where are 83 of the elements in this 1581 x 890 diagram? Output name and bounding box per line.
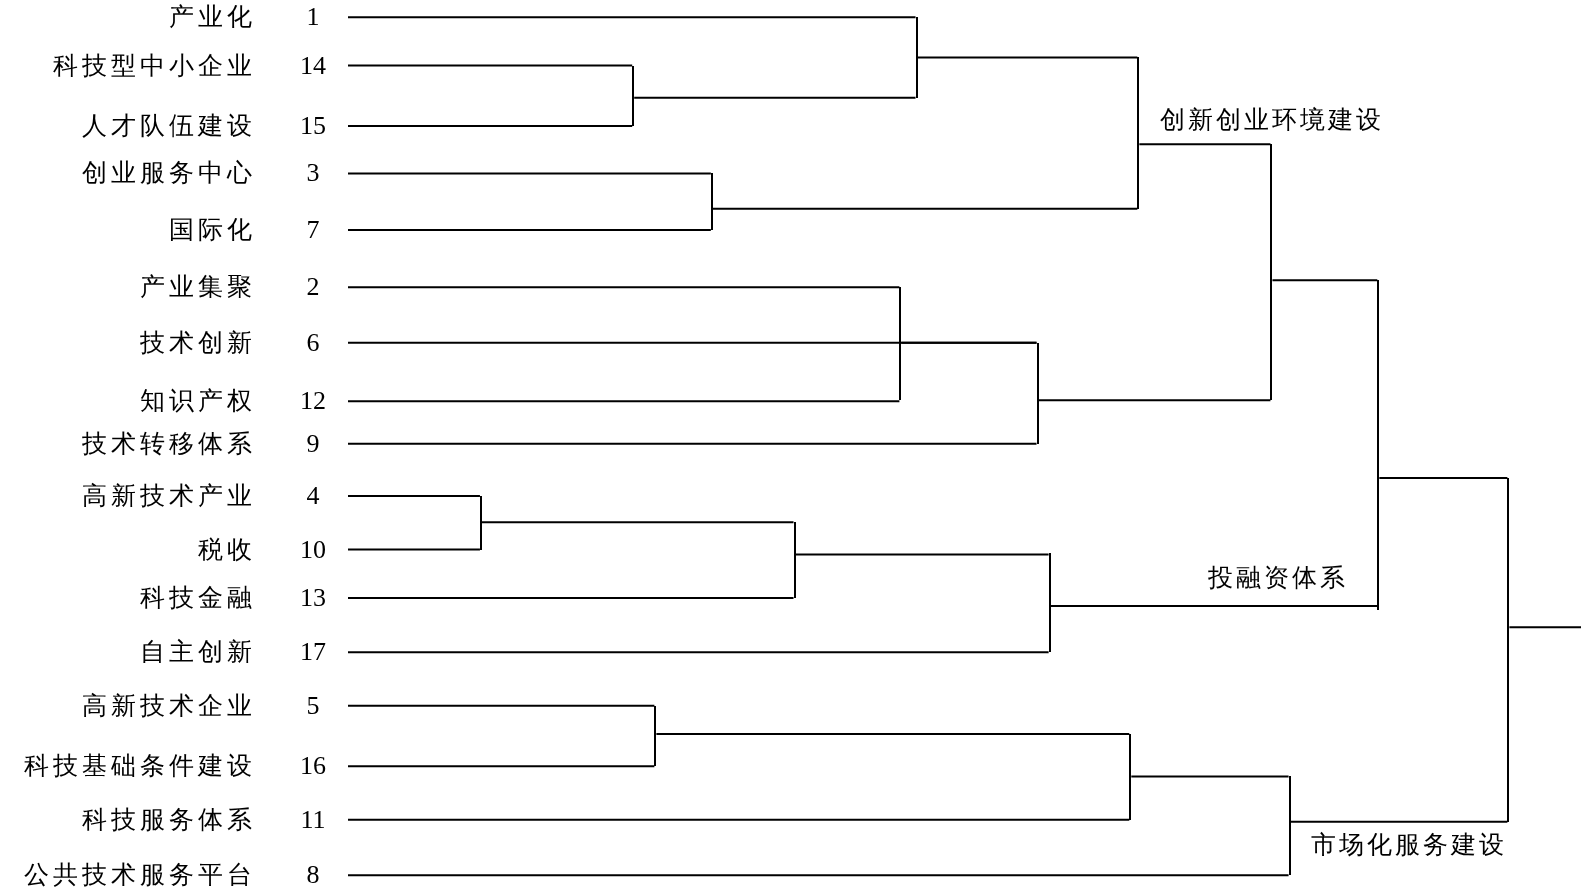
dendrogram-branch-line [347,818,1131,821]
dendrogram-branch-line [1130,775,1290,778]
leaf-label: 人才队伍建设 [82,110,256,143]
dendrogram-branch-line [347,64,634,67]
cluster-join-bar [899,287,902,401]
dendrogram-branch-line [900,341,1038,344]
leaf-label: 科技金融 [140,581,256,614]
leaf-number: 17 [299,636,327,669]
dendrogram-branch-line [916,56,1139,59]
dendrogram-branch-line [347,704,656,707]
dendrogram-branch-line [1049,605,1379,607]
dendrogram-branch-line [347,765,656,768]
dendrogram-branch-line [347,442,1038,445]
dendrogram-branch-line [1378,476,1509,479]
leaf-label: 税收 [198,533,256,566]
cluster-label: 创新创业环境建设 [1159,103,1384,136]
dendrogram-branch-line [655,733,1131,736]
dendrogram-branch-line [1138,143,1272,146]
leaf-number: 12 [299,385,327,418]
cluster-join-bar [1507,477,1510,822]
leaf-number: 10 [299,533,327,566]
dendrogram-branch-line [347,548,481,551]
leaf-label: 公共技术服务平台 [24,859,256,890]
cluster-label: 市场化服务建设 [1310,828,1507,861]
dendrogram-branch-line [347,596,795,599]
leaf-number: 16 [299,750,327,783]
leaf-number: 13 [299,581,327,614]
leaf-number: 14 [299,49,327,82]
dendrogram-branch-line [347,172,712,175]
cluster-label: 投融资体系 [1207,561,1348,594]
dendrogram-branch-line [480,521,795,524]
leaf-label: 高新技术企业 [82,689,256,722]
dendrogram-branch-line [633,96,917,99]
dendrogram-branch-line [1289,820,1509,823]
dendrogram-branch-line [711,207,1139,210]
leaf-number: 9 [305,427,321,460]
cluster-join-bar [793,522,796,598]
leaf-label: 科技基础条件建设 [24,750,256,783]
cluster-join-bar [632,65,635,126]
dendrogram-branch-line [794,553,1050,556]
leaf-number: 11 [299,803,327,836]
leaf-label: 科技服务体系 [82,803,256,836]
dendrogram-branch-line [347,125,634,128]
leaf-number: 6 [305,326,321,359]
dendrogram-branch-line [1271,279,1379,282]
cluster-join-bar [1270,144,1273,401]
leaf-number: 3 [305,157,321,190]
dendrogram-branch-line [347,651,1050,654]
leaf-label: 创业服务中心 [82,157,256,190]
leaf-label: 高新技术产业 [82,480,256,513]
dendrogram-branch-line [347,16,917,19]
cluster-join-bar [479,496,482,550]
leaf-number: 4 [305,480,321,513]
cluster-join-bar [1377,280,1380,610]
leaf-number: 7 [305,213,321,246]
leaf-number: 5 [305,689,321,722]
leaf-number: 15 [299,110,327,143]
leaf-label: 科技型中小企业 [53,49,256,82]
cluster-join-bar [654,705,657,767]
dendrogram-branch-line [347,495,481,498]
dendrogram-branch-line [347,286,901,289]
cluster-join-bar [1048,552,1051,653]
leaf-label: 产业集聚 [140,271,256,304]
dendrogram-branch-line [347,400,901,403]
leaf-number: 8 [305,859,321,890]
leaf-label: 自主创新 [140,636,256,669]
dendrogram-branch-line [1508,626,1581,629]
leaf-number: 2 [305,271,321,304]
leaf-label: 国际化 [169,213,256,246]
leaf-label: 技术创新 [140,326,256,359]
leaf-label: 技术转移体系 [82,427,256,460]
leaf-number: 1 [305,1,321,34]
leaf-label: 产业化 [169,1,256,34]
leaf-label: 知识产权 [140,385,256,418]
cluster-join-bar [710,173,713,230]
cluster-join-bar [1288,776,1291,876]
dendrogram-branch-line [347,874,1290,877]
cluster-join-bar [915,17,918,98]
dendrogram-branch-line [347,228,712,231]
cluster-join-bar [1137,57,1140,209]
cluster-join-bar [1129,734,1132,820]
cluster-join-bar [1036,342,1039,444]
dendrogram-branch-line [1037,399,1272,402]
